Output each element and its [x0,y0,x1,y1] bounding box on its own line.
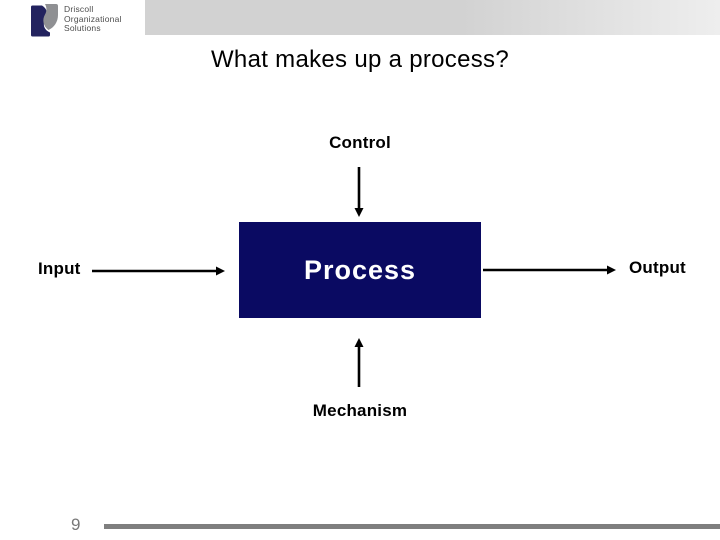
header-bar [145,0,720,35]
slide-title: What makes up a process? [210,46,509,73]
footer-bar [104,524,720,529]
input-label: Input [38,259,81,278]
logo-line-2: Organizational [64,13,122,24]
mechanism-label: Mechanism [312,401,408,420]
logo-line-3: Solutions [64,23,101,33]
process-box: Process [239,222,481,318]
company-logo-icon [31,4,58,37]
page-number: 9 [71,515,81,534]
output-label: Output [629,258,686,277]
process-label: Process [303,254,417,285]
logo-line-1: Driscoll [64,4,94,14]
company-logo-text: Driscoll Organizational Solutions [64,2,122,34]
company-logo: Driscoll Organizational Solutions [29,2,122,38]
control-label: Control [329,133,391,152]
